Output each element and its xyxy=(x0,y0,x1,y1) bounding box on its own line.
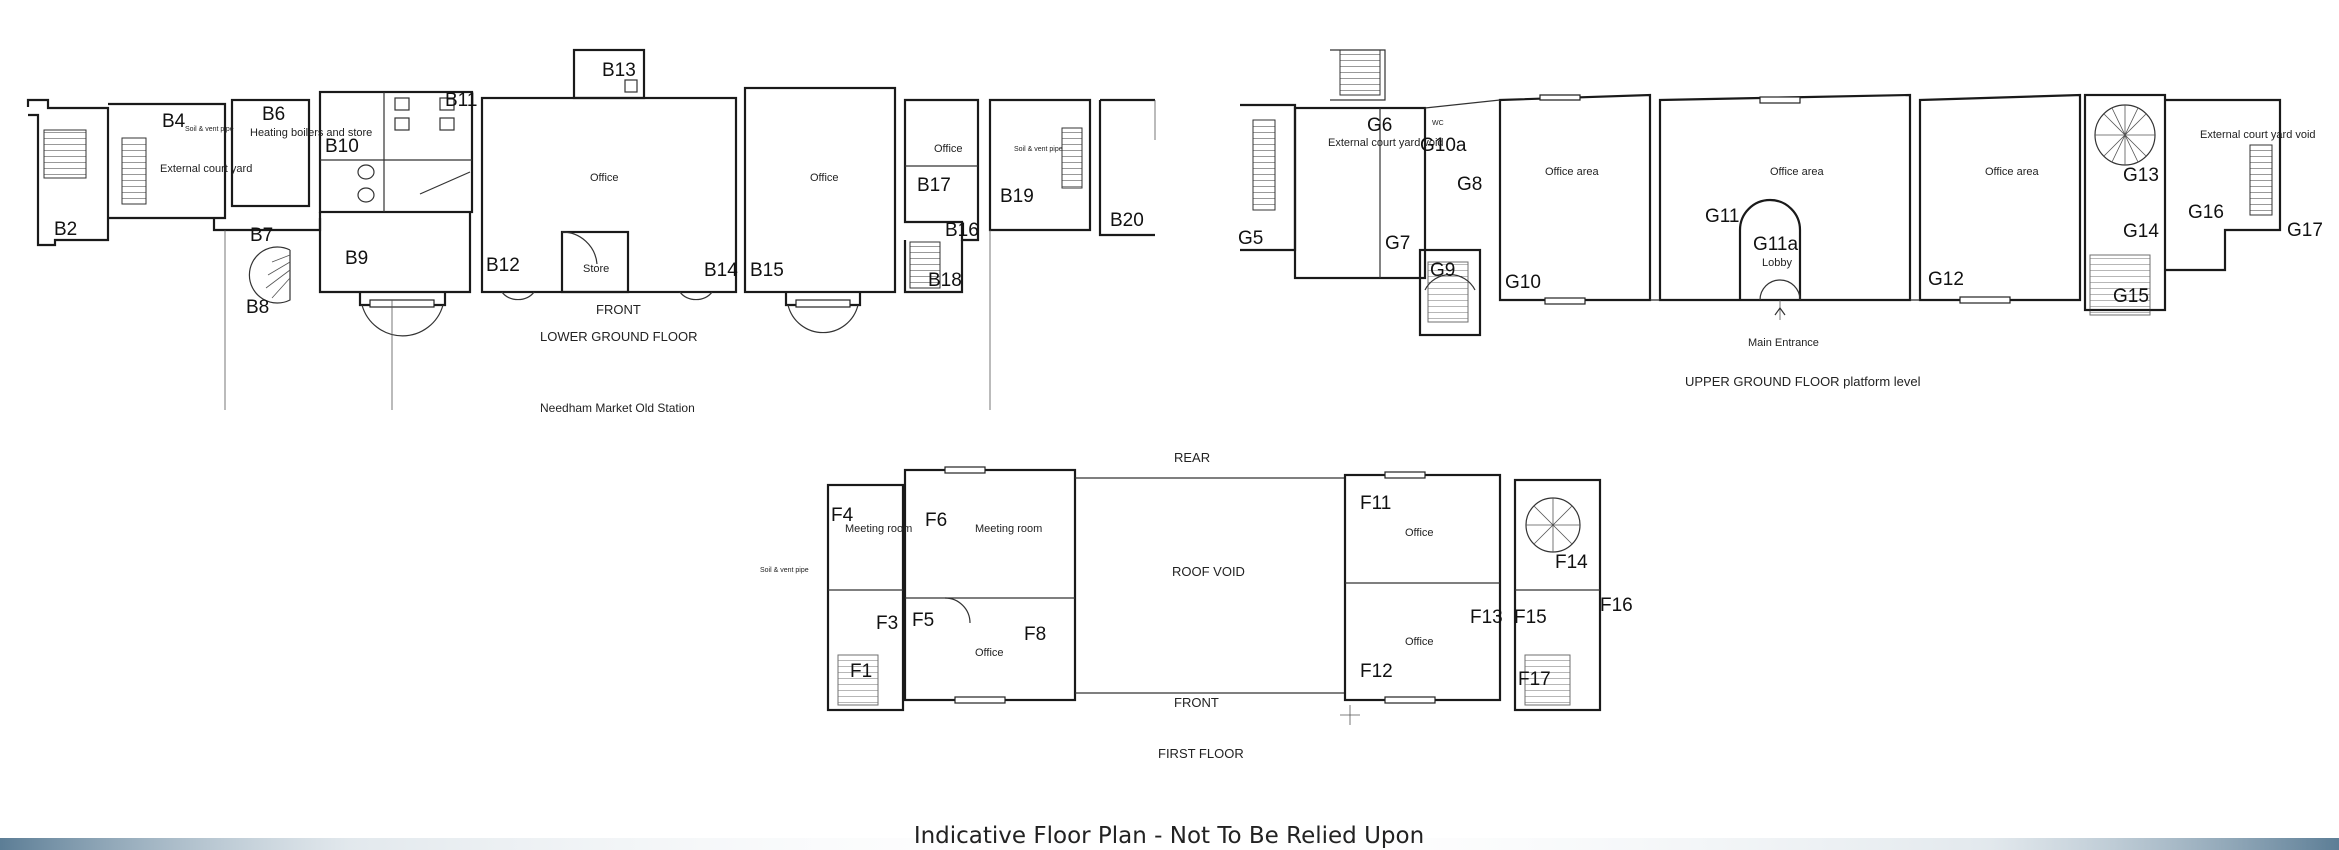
room-label-g11a: G11a xyxy=(1753,234,1799,255)
office-b17-text: Office xyxy=(934,143,963,155)
room-label-f8: F8 xyxy=(1024,624,1046,645)
room-label-b6: B6 xyxy=(262,104,285,125)
room-label-b14: B14 xyxy=(704,260,738,281)
room-label-f5: F5 xyxy=(912,610,934,631)
room-label-g10: G10 xyxy=(1505,272,1541,293)
room-label-g14: G14 xyxy=(2123,221,2159,242)
office-area-g12: Office area xyxy=(1985,166,2039,178)
court-yard-text: External court yard xyxy=(160,163,252,175)
office-f8: Office xyxy=(975,647,1004,659)
office-b12-text: Office xyxy=(590,172,619,184)
room-label-g16: G16 xyxy=(2188,202,2224,223)
void-text: External court yard void xyxy=(1328,137,1444,149)
office-f12: Office xyxy=(1405,636,1434,648)
soil-vent-f: Soil & vent pipe xyxy=(760,567,809,574)
office-area-g10: Office area xyxy=(1545,166,1599,178)
room-label-f3: F3 xyxy=(876,613,898,634)
room-label-b15: B15 xyxy=(750,260,784,281)
first-front-label: FRONT xyxy=(1174,695,1219,710)
room-label-g12: G12 xyxy=(1928,269,1964,290)
office-area-g11: Office area xyxy=(1770,166,1824,178)
room-label-b18: B18 xyxy=(928,270,962,291)
room-label-f14: F14 xyxy=(1555,552,1588,573)
room-label-b16: B16 xyxy=(945,220,979,241)
room-label-g7: G7 xyxy=(1385,233,1410,254)
room-label-g13: G13 xyxy=(2123,165,2159,186)
room-label-g11: G11 xyxy=(1705,206,1740,227)
first-floor-labels: F1 F3 F4 F5 F6 F8 F11 F12 F13 F14 F15 F1… xyxy=(760,450,1633,761)
upper-ground-labels: G5 G6 G7 G8 G9 G10 G10a G11 G11a G12 G13… xyxy=(1238,115,2323,389)
footer: Indicative Floor Plan - Not To Be Relied… xyxy=(0,823,2339,850)
lower-ground-floor-plan xyxy=(26,48,1156,410)
room-label-g17: G17 xyxy=(2287,220,2323,241)
room-label-b20: B20 xyxy=(1110,210,1144,231)
heating-text: Heating boilers and store xyxy=(250,127,372,139)
first-floor-title: FIRST FLOOR xyxy=(1158,746,1244,761)
void-text-2: External court yard void xyxy=(2200,129,2316,141)
room-label-b11: B11 xyxy=(445,90,477,111)
room-label-g5: G5 xyxy=(1238,228,1263,249)
soil-vent-text: Soil & vent pipe xyxy=(185,126,234,133)
room-label-g9: G9 xyxy=(1430,260,1455,281)
station-name: Needham Market Old Station xyxy=(540,401,695,415)
room-label-f17: F17 xyxy=(1518,669,1551,690)
upper-ground-floor-plan xyxy=(1240,49,2282,337)
room-label-f13: F13 xyxy=(1470,607,1503,628)
room-label-g15: G15 xyxy=(2113,286,2149,307)
room-label-f12: F12 xyxy=(1360,661,1393,682)
main-entrance-text: Main Entrance xyxy=(1748,337,1819,349)
room-label-b2: B2 xyxy=(54,219,77,240)
room-label-b9: B9 xyxy=(345,248,368,269)
room-label-f16: F16 xyxy=(1600,595,1633,616)
disclaimer-text: Indicative Floor Plan - Not To Be Relied… xyxy=(914,823,1424,849)
upper-ground-title: UPPER GROUND FLOOR platform level xyxy=(1685,374,1921,389)
roof-void-label: ROOF VOID xyxy=(1172,564,1245,579)
room-label-f15: F15 xyxy=(1514,607,1547,628)
room-label-b10: B10 xyxy=(325,136,359,157)
room-label-g6: G6 xyxy=(1367,115,1392,136)
lobby-text: Lobby xyxy=(1762,257,1792,269)
room-label-b7: B7 xyxy=(250,225,273,246)
meeting-room-f4: Meeting room xyxy=(845,523,912,535)
wc-text: WC xyxy=(1432,120,1444,127)
room-label-g10a: G10a xyxy=(1420,135,1467,156)
room-label-b13: B13 xyxy=(602,60,636,81)
room-label-f6: F6 xyxy=(925,510,947,531)
room-label-b12: B12 xyxy=(486,255,520,276)
room-label-b17: B17 xyxy=(917,175,951,196)
meeting-room-f6: Meeting room xyxy=(975,523,1042,535)
room-label-b4: B4 xyxy=(162,111,186,132)
lower-front-label: FRONT xyxy=(596,302,641,317)
footer-swoosh xyxy=(0,838,2339,850)
office-b15-text: Office xyxy=(810,172,839,184)
store-text: Store xyxy=(583,263,609,275)
room-label-b8: B8 xyxy=(246,297,269,318)
room-label-f4: F4 xyxy=(831,505,854,526)
soil-vent-text-2: Soil & vent pipe xyxy=(1014,146,1063,153)
room-label-b19: B19 xyxy=(1000,186,1034,207)
lower-ground-title: LOWER GROUND FLOOR xyxy=(540,329,697,344)
first-floor-plan xyxy=(826,466,1602,725)
office-f11: Office xyxy=(1405,527,1434,539)
lower-ground-labels: B2 B4 B6 B7 B8 B9 B10 B11 B12 B13 B14 B1… xyxy=(54,60,1144,415)
room-label-f11: F11 xyxy=(1360,493,1391,514)
room-label-g8: G8 xyxy=(1457,174,1482,195)
room-label-f1: F1 xyxy=(850,661,872,682)
rear-label: REAR xyxy=(1174,450,1210,465)
